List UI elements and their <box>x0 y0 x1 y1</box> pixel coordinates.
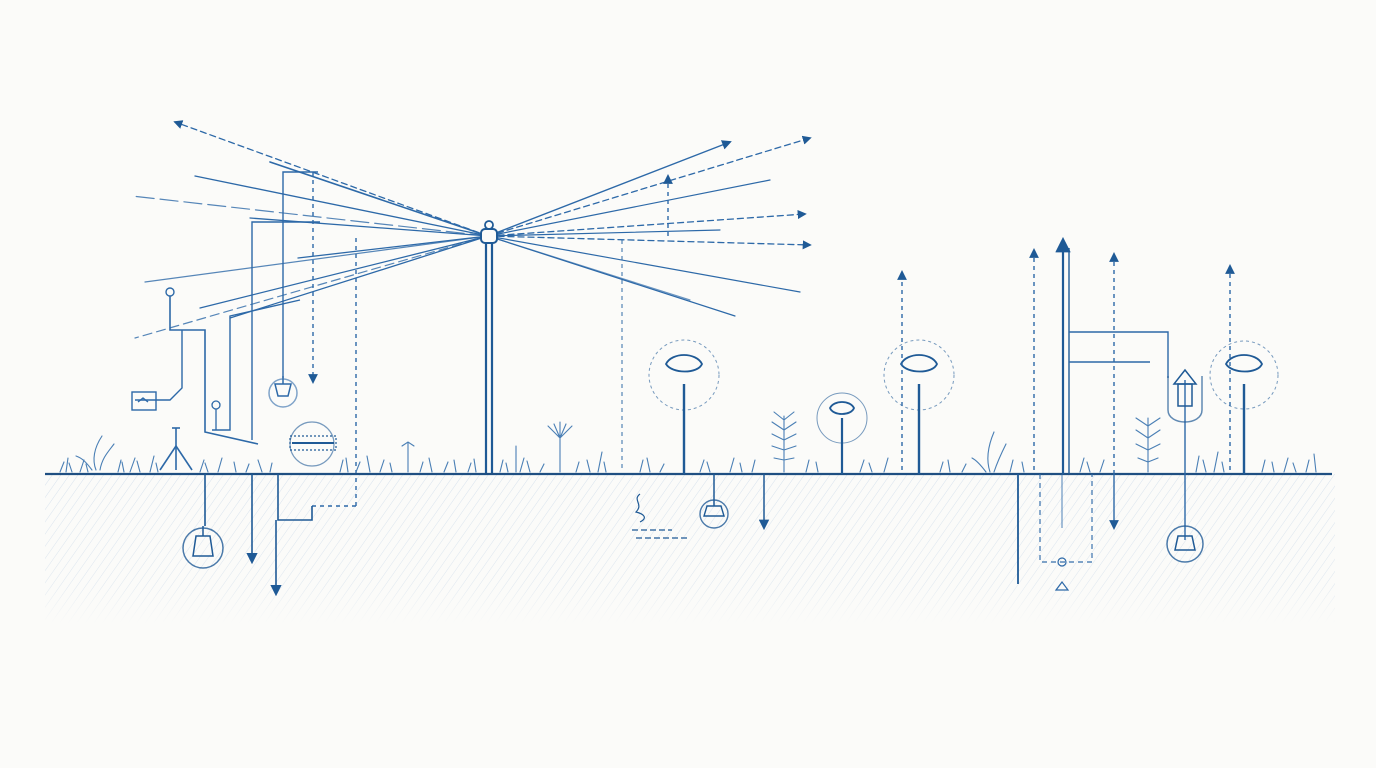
gauge-icon <box>211 400 221 430</box>
main-riser-arrow <box>1055 236 1071 474</box>
spray-head-icon <box>648 339 720 474</box>
spray-head-icon <box>883 339 955 474</box>
backflow-preventer-icon <box>1167 368 1203 423</box>
sensor-icon <box>131 287 175 411</box>
grass-and-plants <box>59 411 1317 473</box>
drain-icon <box>1054 557 1070 591</box>
soil-layer <box>45 474 1335 624</box>
upward-flow-arrows <box>897 248 1235 474</box>
central-rotor-sprinkler-icon <box>480 220 498 474</box>
spray-head-icon <box>1209 340 1279 474</box>
spray-head-icon <box>816 392 868 474</box>
left-pipe-network <box>135 171 673 507</box>
buried-valve-icon <box>182 526 224 569</box>
buried-valve-icon <box>1166 525 1204 563</box>
buried-fitting-icon <box>699 499 729 529</box>
filter-mesh-icon <box>289 421 337 467</box>
valve-stem-icon <box>159 427 193 471</box>
spray-pattern <box>131 120 812 339</box>
underground-pipes-left <box>204 474 313 597</box>
drip-emitter-icon <box>268 376 298 408</box>
